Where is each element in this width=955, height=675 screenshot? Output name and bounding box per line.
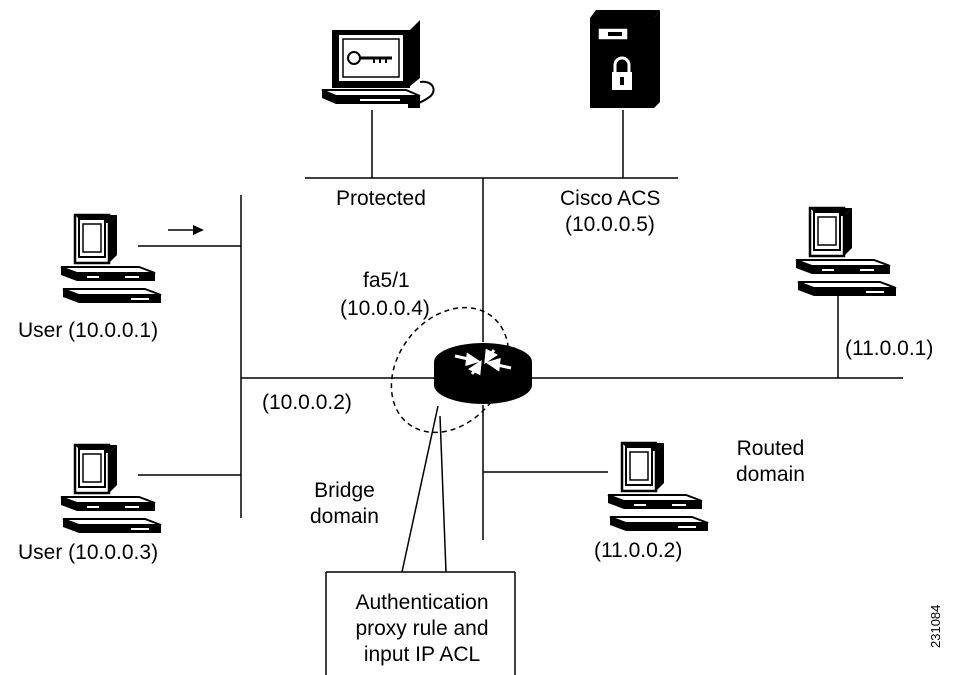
bridge-ip-label: (10.0.0.2)	[262, 391, 352, 414]
figure-id: 231084	[928, 604, 943, 648]
workstation-icon	[794, 206, 898, 298]
user1-label: User (10.0.0.1)	[18, 319, 159, 342]
bridge-domain-line2: domain	[310, 505, 379, 528]
routed-domain-line1: Routed	[736, 437, 805, 460]
routed-domain-label: Routed domain	[736, 436, 805, 488]
interface-ip-label: (10.0.0.4)	[340, 297, 430, 320]
host-11-2-label: (11.0.0.2)	[594, 539, 683, 562]
key-terminal-icon	[321, 20, 435, 108]
acs-name-label: Cisco ACS	[560, 187, 661, 210]
routed-domain-line2: domain	[736, 463, 805, 486]
network-links	[138, 110, 903, 540]
host-11-1-label: (11.0.0.1)	[845, 337, 934, 360]
callout-line1: Authentication	[355, 591, 489, 614]
workstation-icon	[59, 443, 163, 535]
protected-label: Protected	[336, 187, 426, 210]
callout-box	[325, 571, 516, 675]
bridge-domain-line1: Bridge	[314, 479, 375, 502]
bridge-domain-label: Bridge domain	[310, 478, 379, 530]
callout-line3: input IP ACL	[363, 643, 481, 666]
acs-ip-label: (10.0.0.5)	[565, 213, 655, 236]
traffic-arrow-icon	[168, 225, 204, 235]
router-icon	[434, 343, 532, 404]
callout-text: Authentication proxy rule and input IP A…	[336, 590, 508, 668]
interface-name-label: fa5/1	[363, 269, 410, 292]
interface-ring	[390, 306, 510, 434]
workstation-icon	[59, 213, 163, 305]
callout-line2: proxy rule and	[355, 617, 489, 640]
user3-label: User (10.0.0.3)	[18, 541, 159, 564]
workstation-icon	[606, 441, 710, 533]
lock-server-icon	[590, 10, 660, 108]
callout-pointers	[401, 405, 447, 573]
